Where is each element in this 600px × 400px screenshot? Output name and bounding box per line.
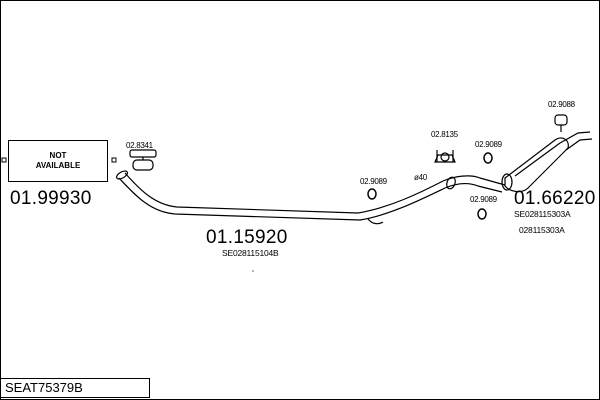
centre-pipe-reference: SE028115104B [222,248,279,258]
connector-square-left [1,157,7,163]
front-pipe-number: 01.99930 [10,188,92,209]
rear-silencer-number: 01.66220 [514,188,596,209]
reference-dot [252,270,254,272]
drawing-code-label: SEAT75379B [0,378,150,398]
centre-pipe-number: 01.15920 [206,227,288,248]
ring-icon-3 [477,208,487,220]
connector-square-right [111,157,117,163]
not-available-box: NOT AVAILABLE [8,140,108,182]
ring-label-2: 02.9089 [360,177,387,186]
joint-pipe-icon [442,175,506,193]
rear-silencer-icon [501,131,593,193]
pipe-diameter-label: ø40 [414,173,427,182]
rear-silencer-reference-2: 028115303A [519,225,565,235]
hanger-rear-icon [554,114,568,132]
ring-icon-1 [483,152,493,164]
rear-silencer-reference-1: SE028115303A [514,209,571,219]
hanger-rear-label: 02.9088 [548,100,575,109]
centre-pipe-icon [115,170,446,225]
ring-label-1: 02.9089 [475,140,502,149]
mount-rubber-icon [434,150,456,163]
clamp-front-label: 02.8341 [126,141,153,150]
clamp-front-icon [129,149,157,171]
ring-icon-2 [367,188,377,200]
mount-label-1: 02.8135 [431,130,458,139]
ring-label-3: 02.9089 [470,195,497,204]
